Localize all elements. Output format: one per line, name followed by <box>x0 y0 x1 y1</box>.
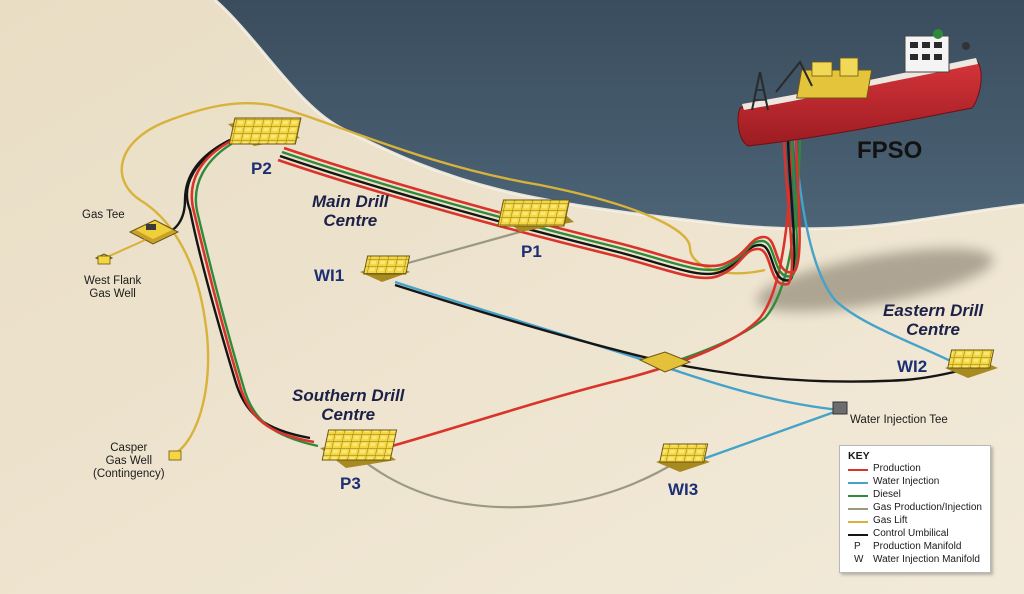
west-flank-line1: West Flank <box>84 275 141 288</box>
legend-label-diesel: Diesel <box>873 489 901 500</box>
water-injection-tee-label: Water Injection Tee <box>850 414 948 427</box>
manifold-p2-label: P2 <box>251 159 272 179</box>
fpso-label: FPSO <box>857 137 922 165</box>
manifold-p2 <box>228 118 301 146</box>
legend-label-production: Production <box>873 463 921 474</box>
legend-item-production: Production <box>848 463 988 476</box>
main-drill-centre-line1: Main Drill <box>312 192 389 211</box>
manifold-wi1-label: WI1 <box>314 266 344 286</box>
legend-item-water-injection: Water Injection <box>848 476 988 489</box>
legend-item-diesel: Diesel <box>848 489 988 502</box>
manifold-wi3-label: WI3 <box>668 480 698 500</box>
legend-label-water-injection-manifold: Water Injection Manifold <box>873 554 980 565</box>
legend-item-gas-lift: Gas Lift <box>848 515 988 528</box>
legend-label-control-umbilical: Control Umbilical <box>873 528 949 539</box>
southern-drill-centre-label: Southern Drill Centre <box>292 386 404 424</box>
casper-gas-well-label: Casper Gas Well (Contingency) <box>93 442 165 481</box>
legend-label-gas-lift: Gas Lift <box>873 515 907 526</box>
legend-label-water-injection: Water Injection <box>873 476 939 487</box>
legend-letter-p: P <box>854 541 861 552</box>
gas-tee-label: Gas Tee <box>82 209 125 222</box>
main-drill-centre-line2: Centre <box>312 211 389 230</box>
legend-swatch-control-umbilical <box>848 534 868 536</box>
legend-item-control-umbilical: Control Umbilical <box>848 528 988 541</box>
west-flank-gas-well-label: West Flank Gas Well <box>84 275 141 301</box>
manifold-wi2-label: WI2 <box>897 357 927 377</box>
legend-item-water-injection-manifold: W Water Injection Manifold <box>848 554 988 567</box>
casper-line3: (Contingency) <box>93 468 165 481</box>
casper-line1: Casper <box>93 442 165 455</box>
casper-line2: Gas Well <box>93 455 165 468</box>
legend-letter-w: W <box>854 554 863 565</box>
legend-label-gas: Gas Production/Injection <box>873 502 982 513</box>
manifold-p3-label: P3 <box>340 474 361 494</box>
legend-swatch-water-injection <box>848 482 868 484</box>
southern-drill-centre-line2: Centre <box>292 405 404 424</box>
legend-item-gas: Gas Production/Injection <box>848 502 988 515</box>
legend-item-production-manifold: P Production Manifold <box>848 541 988 554</box>
legend-swatch-gas-lift <box>848 521 868 523</box>
eastern-drill-centre-line1: Eastern Drill <box>883 301 983 320</box>
southern-drill-centre-line1: Southern Drill <box>292 386 404 405</box>
main-drill-centre-label: Main Drill Centre <box>312 192 389 230</box>
legend-title: KEY <box>848 450 870 462</box>
legend-label-production-manifold: Production Manifold <box>873 541 961 552</box>
eastern-drill-centre-line2: Centre <box>883 320 983 339</box>
water-injection-tee <box>833 402 847 414</box>
west-flank-line2: Gas Well <box>84 288 141 301</box>
casper-gas-well <box>169 451 181 460</box>
legend-swatch-gas <box>848 508 868 510</box>
manifold-p1-label: P1 <box>521 242 542 262</box>
legend-swatch-production <box>848 469 868 471</box>
eastern-drill-centre-label: Eastern Drill Centre <box>883 301 983 339</box>
legend-swatch-diesel <box>848 495 868 497</box>
legend-key: KEY Production Water Injection Diesel Ga… <box>839 445 991 573</box>
